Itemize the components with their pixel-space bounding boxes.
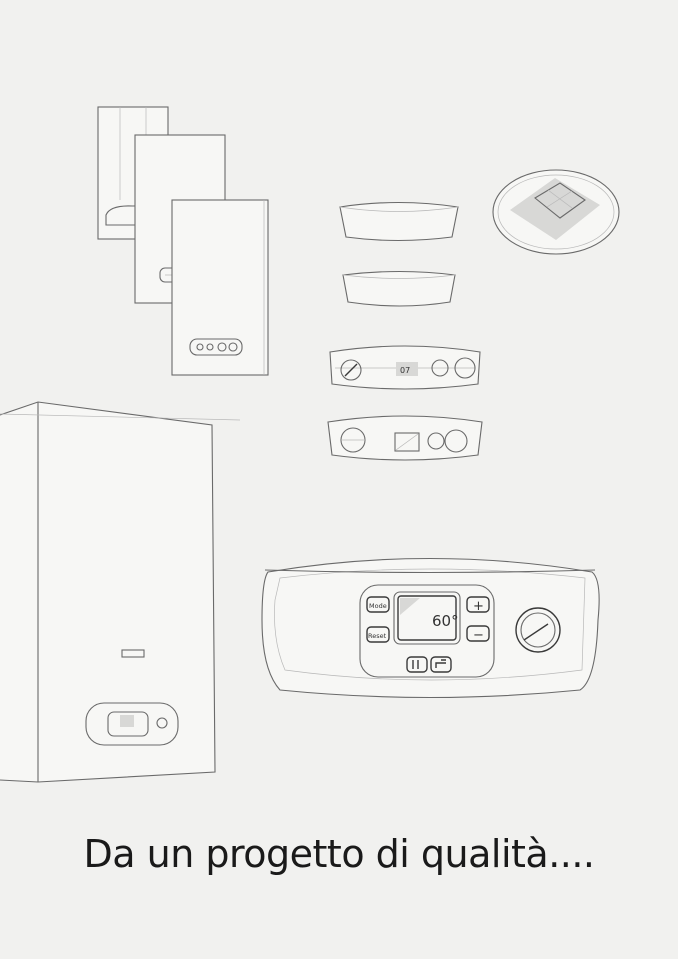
panel-sketch-1 [339,201,459,242]
small-panel-display: 07 [400,366,410,375]
panel-sketch-4 [327,415,483,461]
page-headline: Da un progetto di qualità.... [83,832,595,876]
mode-button: Mode [369,602,387,610]
detail-oval-sketch [492,169,620,255]
reset-button: Reset [368,632,387,640]
plus-button: + [473,599,484,614]
panel-sketch-2 [342,270,456,307]
panel-sketch-3 [329,345,481,390]
boiler-sketch-small-3 [171,199,269,376]
minus-button: − [473,628,484,643]
panel-display-value: 60° [432,612,459,630]
boiler-sketch-large [0,401,241,783]
control-panel-sketch [261,557,600,699]
